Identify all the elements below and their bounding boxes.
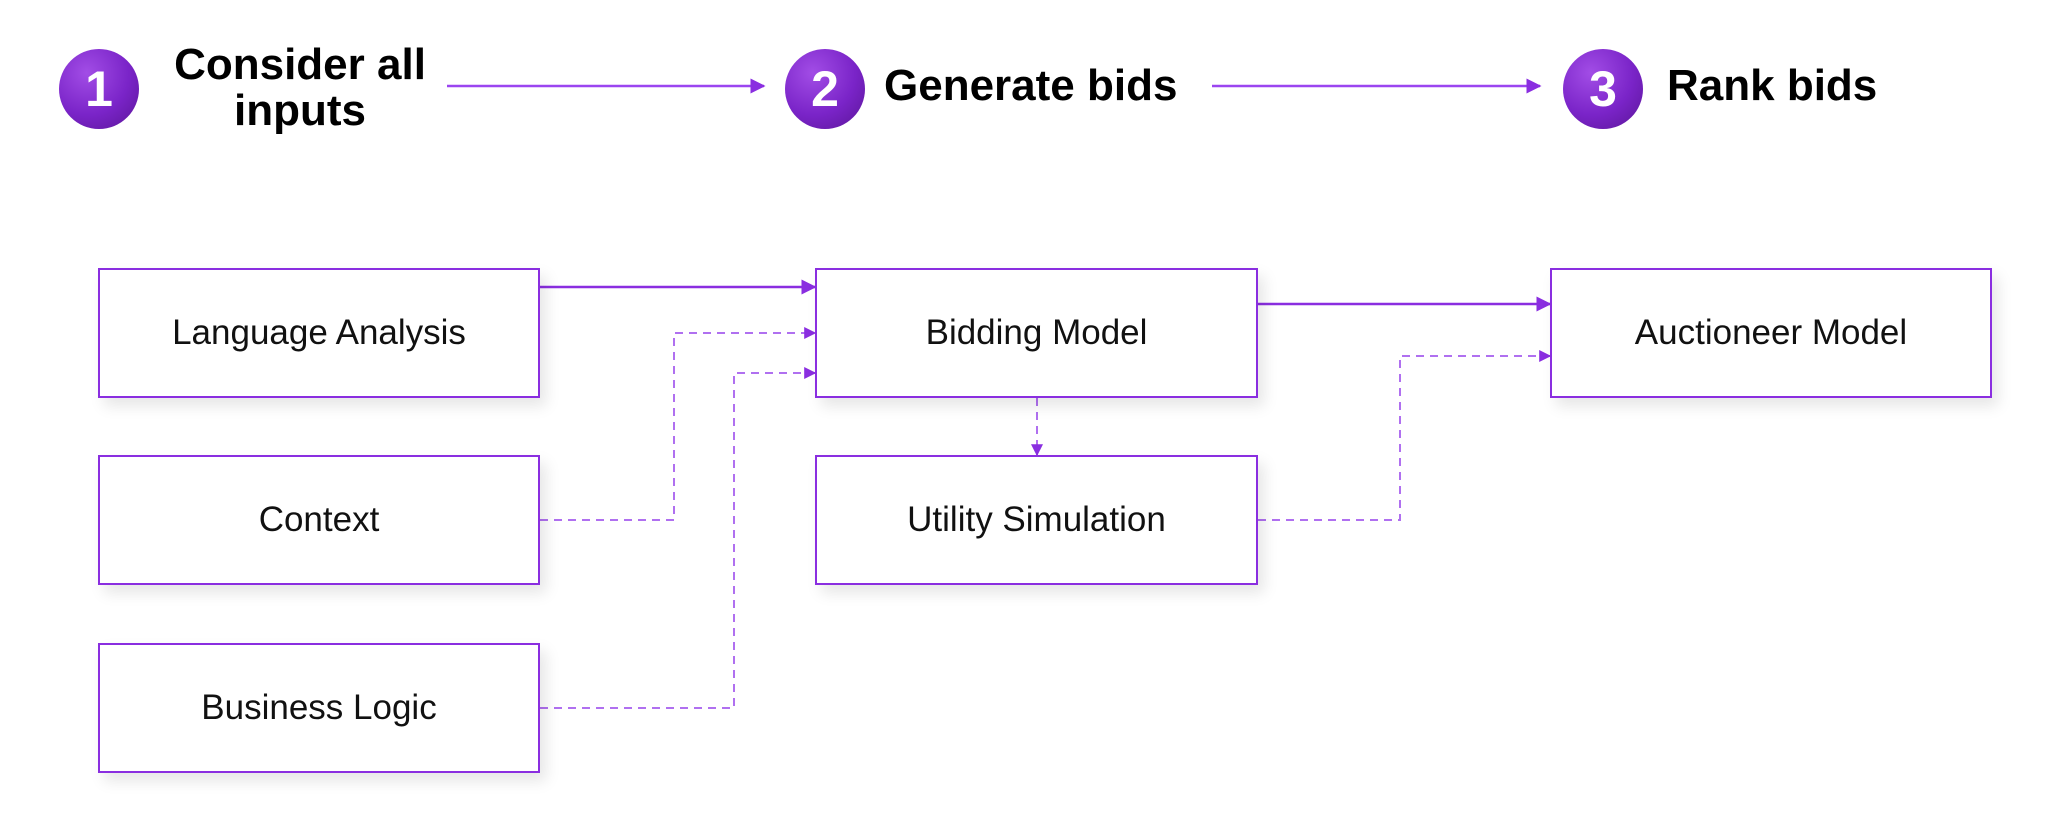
- node-context: Context: [98, 455, 540, 585]
- step-2-label: Generate bids: [884, 61, 1178, 110]
- node-bidding-model-label: Bidding Model: [925, 313, 1148, 352]
- edge-business-to-bidding: [540, 367, 817, 709]
- node-bidding-model: Bidding Model: [815, 268, 1258, 398]
- step-3-label: Rank bids: [1667, 61, 1878, 110]
- step-3-badge: 3: [1563, 49, 1643, 129]
- edge-context-to-bidding: [540, 327, 817, 521]
- node-business-logic-label: Business Logic: [201, 688, 437, 727]
- step-1-label: Consider all inputs: [174, 40, 426, 135]
- step-1-number: 1: [85, 61, 113, 117]
- node-context-label: Context: [258, 500, 380, 539]
- node-business-logic: Business Logic: [98, 643, 540, 773]
- node-auctioneer-model-label: Auctioneer Model: [1634, 313, 1908, 352]
- node-language-analysis-label: Language Analysis: [172, 313, 466, 352]
- step-1-badge: 1: [59, 49, 139, 129]
- node-utility-simulation: Utility Simulation: [815, 455, 1258, 585]
- edge-utility-to-auctioneer: [1258, 350, 1552, 521]
- node-utility-simulation-label: Utility Simulation: [907, 500, 1166, 539]
- node-auctioneer-model: Auctioneer Model: [1550, 268, 1992, 398]
- node-language-analysis: Language Analysis: [98, 268, 540, 398]
- step-2-badge: 2: [785, 49, 865, 129]
- step-3-number: 3: [1589, 61, 1617, 117]
- step-2-number: 2: [811, 61, 839, 117]
